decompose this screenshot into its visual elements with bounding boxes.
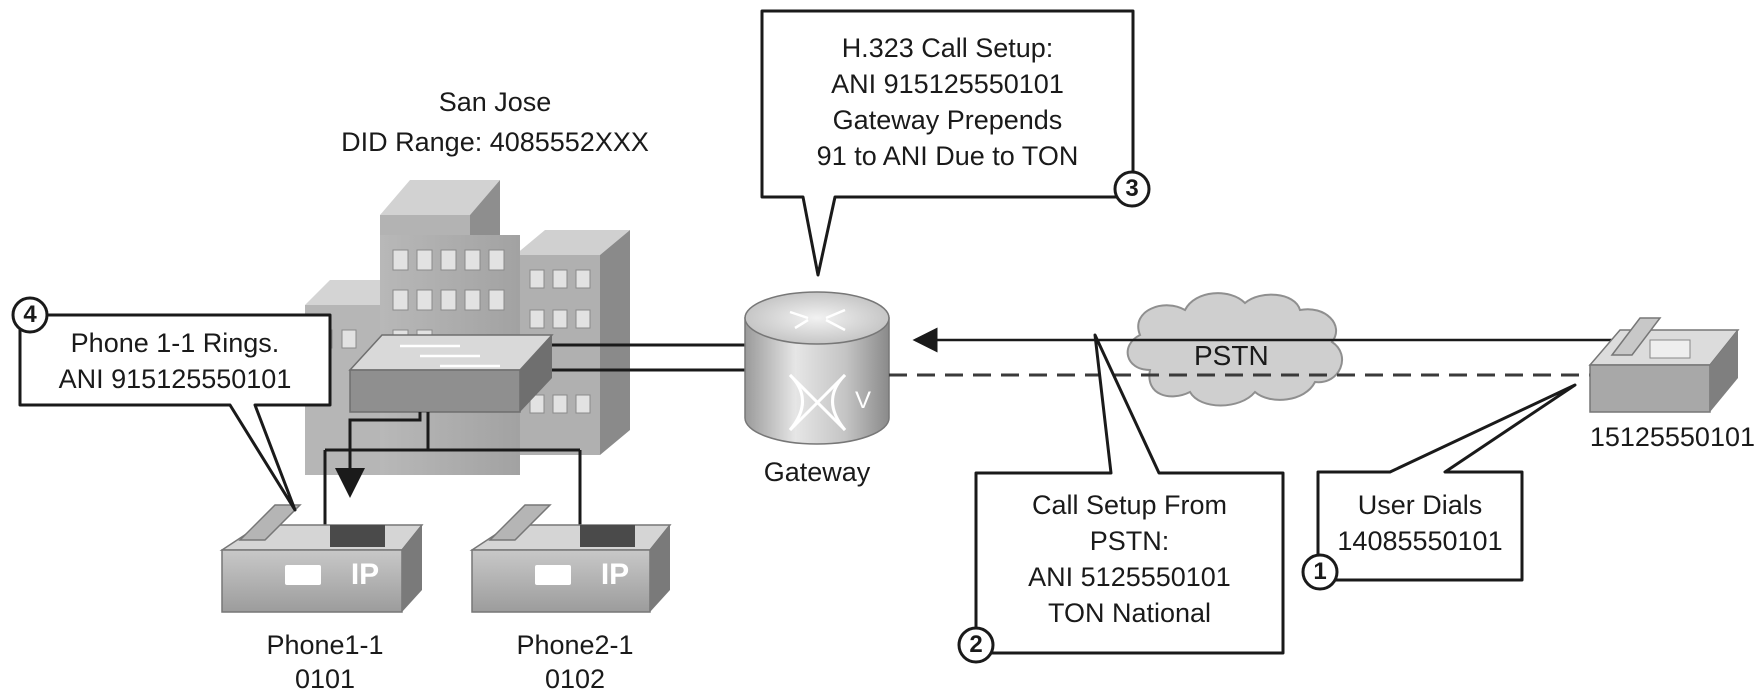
callout-line: 14085550101 (1337, 526, 1503, 556)
callout-line: ANI 915125550101 (831, 69, 1064, 99)
step-marker (1113, 170, 1151, 208)
callout-2-text: Call Setup From PSTN: ANI 5125550101 TON… (976, 487, 1283, 631)
callout-line: ANI 915125550101 (58, 364, 292, 394)
pstn-phone-icon (1588, 317, 1740, 413)
callout-4-text: Phone 1-1 Rings. ANI 915125550101 (20, 325, 330, 397)
lan-wiring (323, 412, 582, 528)
phone1-extension: 0101 (294, 664, 356, 694)
gateway-router-icon (744, 291, 890, 445)
trunk-lines (552, 343, 745, 372)
step-number-3: 3 (1125, 175, 1139, 202)
switch-icon (348, 334, 554, 413)
ip-phone-icon (219, 504, 424, 613)
ip-badge: IP (350, 558, 380, 591)
step-marker (11, 296, 49, 334)
phone2-name: Phone2-1 (516, 630, 634, 660)
phone1-name: Phone1-1 (266, 630, 384, 660)
ip-phone-icon (469, 504, 672, 613)
building-icon (305, 180, 630, 475)
pstn-label: PSTN (1194, 340, 1269, 371)
step-marker (957, 626, 995, 664)
pstn-cloud-icon (1126, 292, 1343, 407)
step-number-1: 1 (1313, 558, 1327, 585)
callout-1-text: User Dials 14085550101 (1318, 487, 1522, 559)
did-range-label: DID Range: 4085552XXX (341, 127, 649, 157)
callout-line: Phone 1-1 Rings. (70, 328, 280, 358)
ip-badge: IP (600, 558, 630, 591)
callout-line: User Dials (1357, 490, 1483, 520)
step-number-4: 4 (23, 301, 37, 328)
callout-line: Call Setup From (1031, 490, 1228, 520)
callout-bubble (974, 333, 1285, 655)
step-marker (1301, 553, 1339, 591)
callout-line: H.323 Call Setup: (841, 33, 1054, 63)
callout-bubble (760, 9, 1135, 277)
site-name: San Jose (438, 87, 552, 117)
callout-line: PSTN: (1089, 526, 1170, 556)
gateway-voice-badge: V (854, 387, 871, 414)
callout-bubble (1316, 383, 1577, 582)
callout-3-text: H.323 Call Setup: ANI 915125550101 Gatew… (762, 30, 1133, 174)
step-number-2: 2 (969, 631, 983, 658)
callout-line: TON National (1047, 598, 1212, 628)
callout-line: ANI 5125550101 (1028, 562, 1231, 592)
callout-line: 91 to ANI Due to TON (816, 141, 1079, 171)
phone2-extension: 0102 (544, 664, 606, 694)
callout-bubble (18, 313, 332, 512)
external-phone-number: 15125550101 (1589, 422, 1755, 452)
gateway-label: Gateway (763, 457, 871, 487)
callout-line: Gateway Prepends (832, 105, 1063, 135)
